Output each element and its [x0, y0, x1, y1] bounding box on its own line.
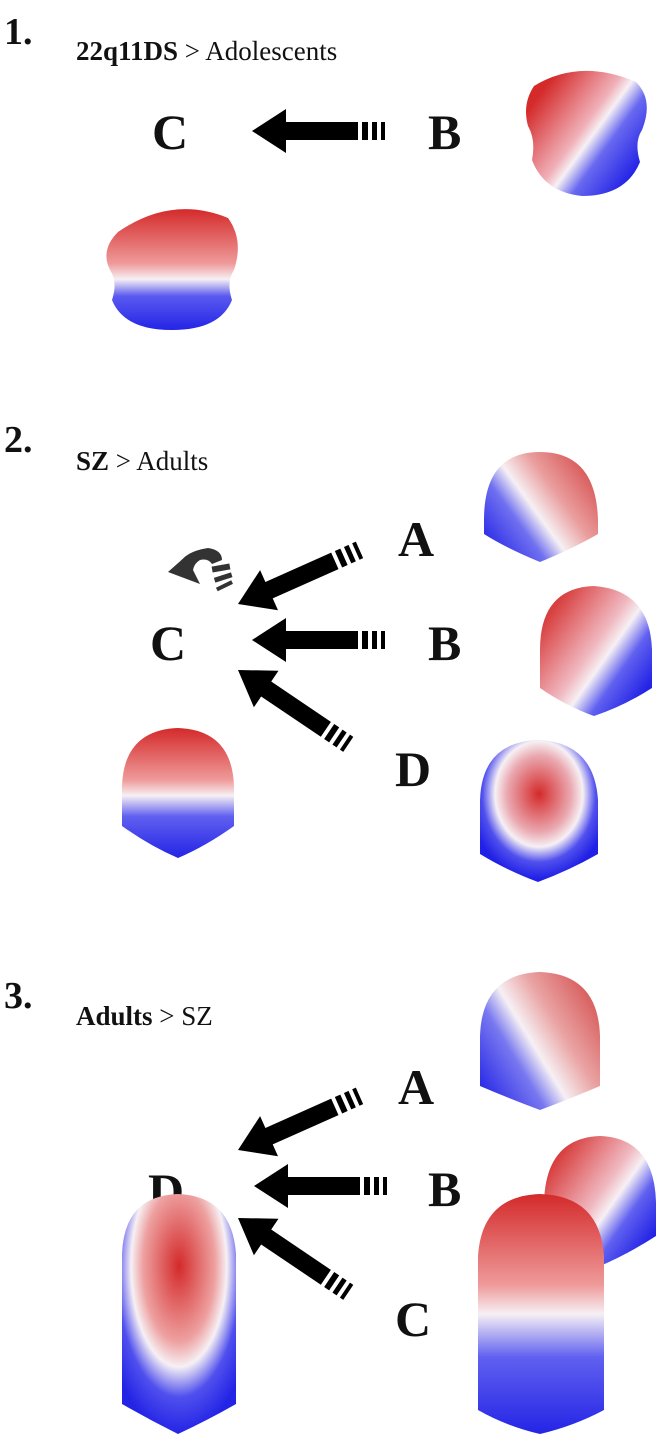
panel-2-topography-a: [484, 452, 598, 562]
panel-3-source-node-1: A: [398, 1059, 434, 1115]
panel-3-group: Adults: [76, 1001, 153, 1031]
panel-2-topography-d: [480, 740, 598, 882]
panel-3-topography-a: [480, 972, 600, 1110]
panel-3-comparison: Adults > SZ: [76, 1001, 213, 1031]
panel-2-rest: > Adults: [109, 446, 208, 476]
panel-1-comparison: 22q11DS > Adolescents: [76, 36, 337, 66]
panel-1: 1. 22q11DS > Adolescents C B: [4, 11, 647, 330]
panel-3-number: 3.: [4, 975, 33, 1017]
panel-2-comparison: SZ > Adults: [76, 446, 208, 476]
panel-1-number: 1.: [4, 11, 33, 53]
panel-1-target-node: C: [152, 104, 188, 160]
panel-1-arrow-b-to-c: [252, 109, 385, 153]
panel-3-arrow-c-to-d: [225, 1199, 361, 1311]
panel-2-group: SZ: [76, 446, 109, 476]
panel-3-arrow-b-to-d: [254, 1164, 387, 1208]
panel-2-topography-b: [540, 586, 652, 716]
panel-2-self-loop-c: [168, 548, 233, 592]
panel-1-topography-c: [106, 209, 238, 330]
panel-2-arrow-b-to-c: [252, 618, 385, 662]
panel-3-arrow-a-to-d: [229, 1075, 369, 1171]
panel-3-topography-d: [122, 1194, 236, 1434]
panel-1-rest: > Adolescents: [178, 36, 337, 66]
panel-3: 3. Adults > SZ D A B C: [4, 972, 656, 1434]
panel-1-source-node-1: B: [428, 104, 461, 160]
panel-3-topography-c: [478, 1194, 604, 1434]
panel-3-rest: > SZ: [153, 1001, 213, 1031]
panel-2: 2. SZ > Adults C A B D: [4, 419, 652, 882]
panel-3-source-node-3: C: [395, 1291, 431, 1347]
panel-2-number: 2.: [4, 419, 33, 461]
panel-2-source-node-3: D: [395, 741, 431, 797]
panel-2-source-node-2: B: [428, 615, 461, 671]
panel-2-arrow-d-to-c: [225, 651, 361, 763]
panel-2-source-node-1: A: [398, 511, 434, 567]
panel-3-source-node-2: B: [428, 1161, 461, 1217]
panel-2-topography-c: [122, 728, 234, 858]
panel-1-topography-b: [526, 70, 647, 196]
panel-2-arrow-a-to-c: [229, 529, 369, 625]
panel-2-target-node: C: [150, 615, 186, 671]
panel-1-group: 22q11DS: [76, 36, 178, 66]
